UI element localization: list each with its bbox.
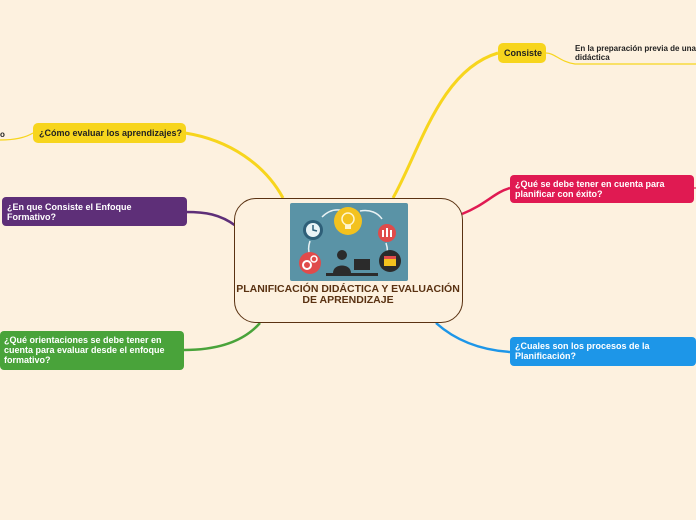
- node-orientaciones[interactable]: ¿Qué orientaciones se debe tener en cuen…: [0, 331, 184, 370]
- node-orientaciones-label: ¿Qué orientaciones se debe tener en cuen…: [4, 335, 165, 365]
- node-enfoque[interactable]: ¿En que Consiste el Enfoque Formativo?: [2, 197, 187, 226]
- connector-consiste: [391, 51, 499, 199]
- node-procesos-label: ¿Cuales son los procesos de la Planifica…: [515, 341, 650, 361]
- node-exito-label: ¿Qué se debe tener en cuenta para planif…: [515, 179, 665, 199]
- connector-como-evaluar-left: [0, 132, 34, 141]
- node-procesos[interactable]: ¿Cuales son los procesos de la Planifica…: [510, 337, 696, 366]
- node-como-evaluar-cut[interactable]: o: [0, 130, 8, 140]
- central-topic-title: PLANIFICACIÓN DIDÁCTICA Y EVALUACIÓN DE …: [236, 283, 460, 306]
- node-enfoque-label: ¿En que Consiste el Enfoque Formativo?: [7, 202, 132, 222]
- connector-consiste-detail: [545, 52, 696, 65]
- connector-enfoque: [185, 210, 237, 228]
- node-como-evaluar-cut-label: o: [0, 130, 5, 139]
- node-consiste-label: Consiste: [504, 48, 543, 58]
- connector-como-evaluar: [184, 131, 285, 199]
- clock-icon: [303, 220, 323, 240]
- node-exito[interactable]: ¿Qué se debe tener en cuenta para planif…: [510, 175, 694, 203]
- connector-exito: [461, 186, 511, 216]
- node-consiste-detail-label: En la preparación previa de una didáctic…: [575, 44, 696, 62]
- calendar-icon: [379, 250, 401, 272]
- connector-procesos: [435, 322, 511, 354]
- node-consiste[interactable]: Consiste: [498, 43, 546, 63]
- person-at-desk-icon: [326, 250, 378, 276]
- node-como-evaluar-label: ¿Cómo evaluar los aprendizajes?: [39, 128, 183, 138]
- node-consiste-detail[interactable]: En la preparación previa de una didáctic…: [575, 44, 696, 64]
- lightbulb-icon: [334, 207, 362, 235]
- node-como-evaluar[interactable]: ¿Cómo evaluar los aprendizajes?: [33, 123, 186, 143]
- people-icon: [378, 224, 396, 242]
- central-topic-image: [290, 203, 408, 281]
- gears-icon: [299, 252, 321, 274]
- central-topic[interactable]: PLANIFICACIÓN DIDÁCTICA Y EVALUACIÓN DE …: [234, 198, 463, 323]
- connector-orientaciones: [183, 322, 261, 352]
